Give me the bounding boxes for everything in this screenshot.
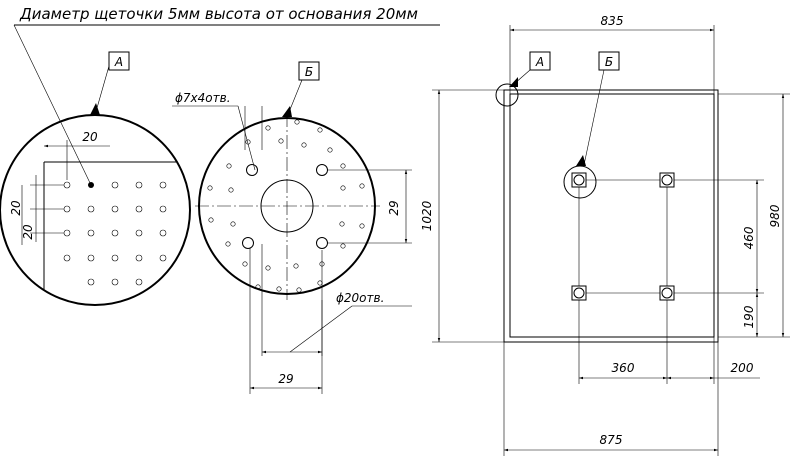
detail-a-label: А — [114, 55, 123, 69]
large-hole — [246, 164, 258, 176]
plate-marker-a — [495, 83, 519, 107]
detail-a-dim-horizontal: 20 — [82, 130, 98, 144]
detail-b-dim-vertical: 29 — [387, 200, 401, 215]
large-holes-callout: ϕ20отв. — [336, 291, 384, 305]
plate-dim-200: 200 — [731, 361, 754, 375]
detail-b-small-holes — [207, 119, 365, 293]
plate-dim-height-inner: 980 — [768, 204, 782, 227]
large-hole — [316, 164, 328, 176]
plate-outer — [503, 89, 719, 343]
large-hole — [316, 237, 328, 249]
plate-label-b-box — [598, 51, 620, 71]
plate-square-holes — [571, 172, 675, 301]
detail-b: ϕ7x4отв. 29 ϕ20отв. 29 Б — [172, 61, 412, 394]
plate-marker-b — [563, 165, 597, 199]
plate-dim-width-bottom: 875 — [600, 433, 623, 447]
detail-a-leader — [13, 24, 92, 186]
plate-dim-460: 460 — [742, 226, 756, 249]
plate-dim-360: 360 — [612, 361, 635, 375]
plate-view: А Б 835 875 1020 980 460 190 — [420, 14, 790, 456]
large-hole — [242, 237, 254, 249]
detail-b-label: Б — [305, 65, 313, 79]
drawing-title: Диаметр щеточки 5мм высота от основания … — [19, 5, 418, 23]
plate-dim-height-outer: 1020 — [420, 200, 434, 231]
detail-a-hole-grid — [63, 181, 167, 286]
plate-label-a-box — [529, 51, 551, 71]
plate-label-b: Б — [605, 55, 613, 69]
detail-a: 20 20 20 А — [0, 24, 191, 306]
small-holes-callout: ϕ7x4отв. — [175, 91, 231, 105]
detail-a-dim-vertical-1: 20 — [9, 200, 23, 216]
detail-a-dim-vertical-2: 20 — [21, 224, 35, 240]
detail-a-label-box — [108, 51, 130, 71]
detail-b-dim-horizontal: 29 — [278, 372, 293, 386]
plate-dim-190: 190 — [742, 305, 756, 328]
plate-dim-width-top: 835 — [601, 14, 624, 28]
plate-label-a: А — [535, 55, 544, 69]
plate-hatched-area — [509, 93, 715, 338]
detail-b-label-box — [298, 61, 320, 81]
